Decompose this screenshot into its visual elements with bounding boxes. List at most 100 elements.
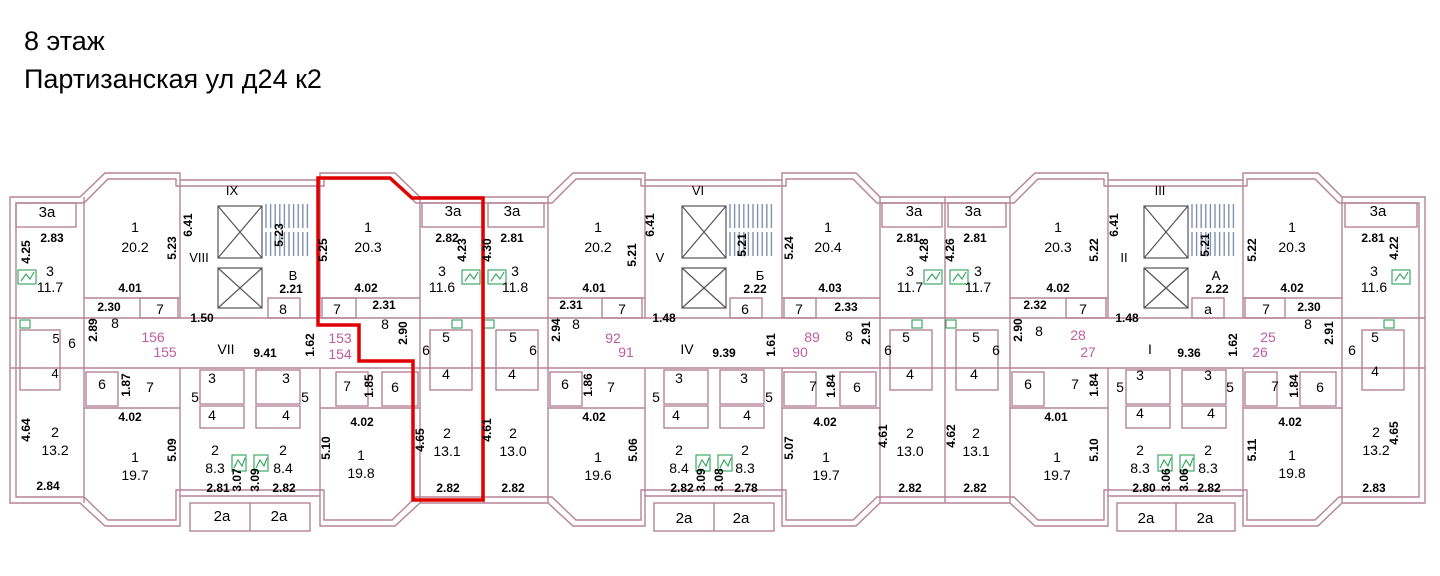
dimension-label: 4.02 xyxy=(813,415,837,429)
dimension-label: 2.90 xyxy=(396,321,410,345)
room-label: 8 xyxy=(279,301,287,317)
dimension-label: 4.62 xyxy=(944,424,958,448)
room-label: 1 xyxy=(594,219,602,235)
dimension-label: 4.01 xyxy=(1044,410,1068,424)
room-label: 11.7 xyxy=(37,279,63,295)
room-label: 4 xyxy=(743,407,751,423)
room-label: 20.4 xyxy=(814,239,841,255)
room-label: 5 xyxy=(301,389,309,405)
dimension-label: 2.81 xyxy=(963,231,987,245)
dimension-label: 5.11 xyxy=(1245,438,1259,461)
room-label: А xyxy=(1212,268,1221,283)
dimension-label: 3.07 xyxy=(230,468,244,492)
dimension-label: 5.22 xyxy=(1245,238,1259,262)
dimension-label: 1.48 xyxy=(1115,311,1139,325)
dimension-label: 4.65 xyxy=(413,428,427,452)
dimension-label: 4.02 xyxy=(350,415,374,429)
room-label: 5 xyxy=(765,389,773,405)
dimension-label: 2.89 xyxy=(86,318,100,342)
room-label: 19.7 xyxy=(1043,467,1070,483)
room-label: 20.3 xyxy=(1278,239,1305,255)
room-label: 3а xyxy=(504,203,521,220)
dimension-label: 2.21 xyxy=(279,282,303,296)
room-label: 8.3 xyxy=(1130,460,1150,476)
room-label: 8 xyxy=(111,315,119,331)
room-label: 3а xyxy=(965,203,982,220)
dimension-label: 4.25 xyxy=(19,240,33,264)
room-label: 2 xyxy=(1204,442,1212,458)
apartment-number: 25 xyxy=(1260,329,1276,345)
dimension-label: 3.06 xyxy=(1159,468,1173,492)
apartment-number: 91 xyxy=(618,344,634,360)
room-label: 7 xyxy=(343,378,351,394)
room-label: 2 xyxy=(211,442,219,458)
dimension-label: 4.64 xyxy=(19,418,33,442)
dimension-label: 4.02 xyxy=(1046,281,1070,295)
dimension-label: 2.22 xyxy=(1205,282,1229,296)
room-label: 7 xyxy=(1071,376,1079,392)
room-label: 3а xyxy=(39,204,56,221)
dimension-label: 9.39 xyxy=(712,346,736,360)
dimension-label: 4.65 xyxy=(1387,421,1401,445)
room-label: 1 xyxy=(1054,219,1062,235)
room-label: 8 xyxy=(572,316,580,332)
room-label: 2 xyxy=(279,442,287,458)
room-label: 2а xyxy=(733,510,750,527)
dimension-label: 2.31 xyxy=(559,298,583,312)
dimension-label: 1.84 xyxy=(1287,374,1301,398)
room-label: 3 xyxy=(438,263,446,279)
room-label: 6 xyxy=(391,379,399,395)
room-label: 2 xyxy=(1372,424,1380,440)
dimension-label: 4.61 xyxy=(876,424,890,448)
dimension-label: 2.32 xyxy=(1023,298,1047,312)
room-label: 3а xyxy=(445,203,462,220)
room-label: VIII xyxy=(189,250,209,265)
dimension-label: 4.61 xyxy=(480,418,494,442)
apartment-number: 92 xyxy=(605,330,621,346)
floor-title: 8 этаж xyxy=(24,26,105,56)
room-label: 1 xyxy=(1053,449,1061,465)
room-label: 8 xyxy=(845,328,853,344)
room-label: 5 xyxy=(1116,379,1124,395)
apartment-number: 26 xyxy=(1252,344,1268,360)
dimension-label: 2.30 xyxy=(97,300,121,314)
room-label: 6 xyxy=(1316,379,1324,395)
dimension-label: 5.21 xyxy=(1198,233,1212,257)
room-label: 5 xyxy=(1226,379,1234,395)
room-label: 4 xyxy=(51,366,58,381)
room-label: 11.7 xyxy=(897,279,923,295)
dimension-label: 4.02 xyxy=(582,410,606,424)
room-label: 1 xyxy=(131,449,139,465)
dimension-label: 4.02 xyxy=(1280,281,1304,295)
room-label: 19.7 xyxy=(812,467,839,483)
room-label: 3 xyxy=(974,263,982,279)
dimension-label: 2.81 xyxy=(206,481,230,495)
dimension-label: 2.94 xyxy=(549,318,563,342)
dimension-label: 2.91 xyxy=(1322,321,1336,345)
room-label: 7 xyxy=(1262,301,1270,317)
room-label: 19.8 xyxy=(1278,465,1305,481)
room-label: а xyxy=(1204,301,1212,317)
dimension-label: 5.21 xyxy=(735,233,749,257)
dimension-label: 6.41 xyxy=(181,213,195,237)
room-label: 20.3 xyxy=(354,239,381,255)
dimension-label: 4.01 xyxy=(582,281,606,295)
dimension-label: 9.36 xyxy=(1177,346,1201,360)
page-header: 8 этаж Партизанская ул д24 к2 xyxy=(24,22,322,98)
room-label: 3 xyxy=(1136,367,1144,383)
room-label: 6 xyxy=(529,342,537,358)
dimension-label: 5.25 xyxy=(316,238,330,262)
room-label: 7 xyxy=(618,301,626,317)
room-label: 13.2 xyxy=(41,442,68,458)
dimension-label: 1.87 xyxy=(119,373,133,397)
room-label: 7 xyxy=(795,301,803,317)
room-label: 2а xyxy=(676,510,693,527)
dimension-label: 2.83 xyxy=(1362,481,1386,495)
dimension-label: 5.07 xyxy=(782,436,796,460)
room-label: 13.0 xyxy=(499,443,526,459)
room-label: 5 xyxy=(442,329,450,345)
room-label: 6 xyxy=(884,342,892,358)
room-label: 4 xyxy=(1136,405,1144,421)
room-label: 2а xyxy=(1138,510,1155,527)
